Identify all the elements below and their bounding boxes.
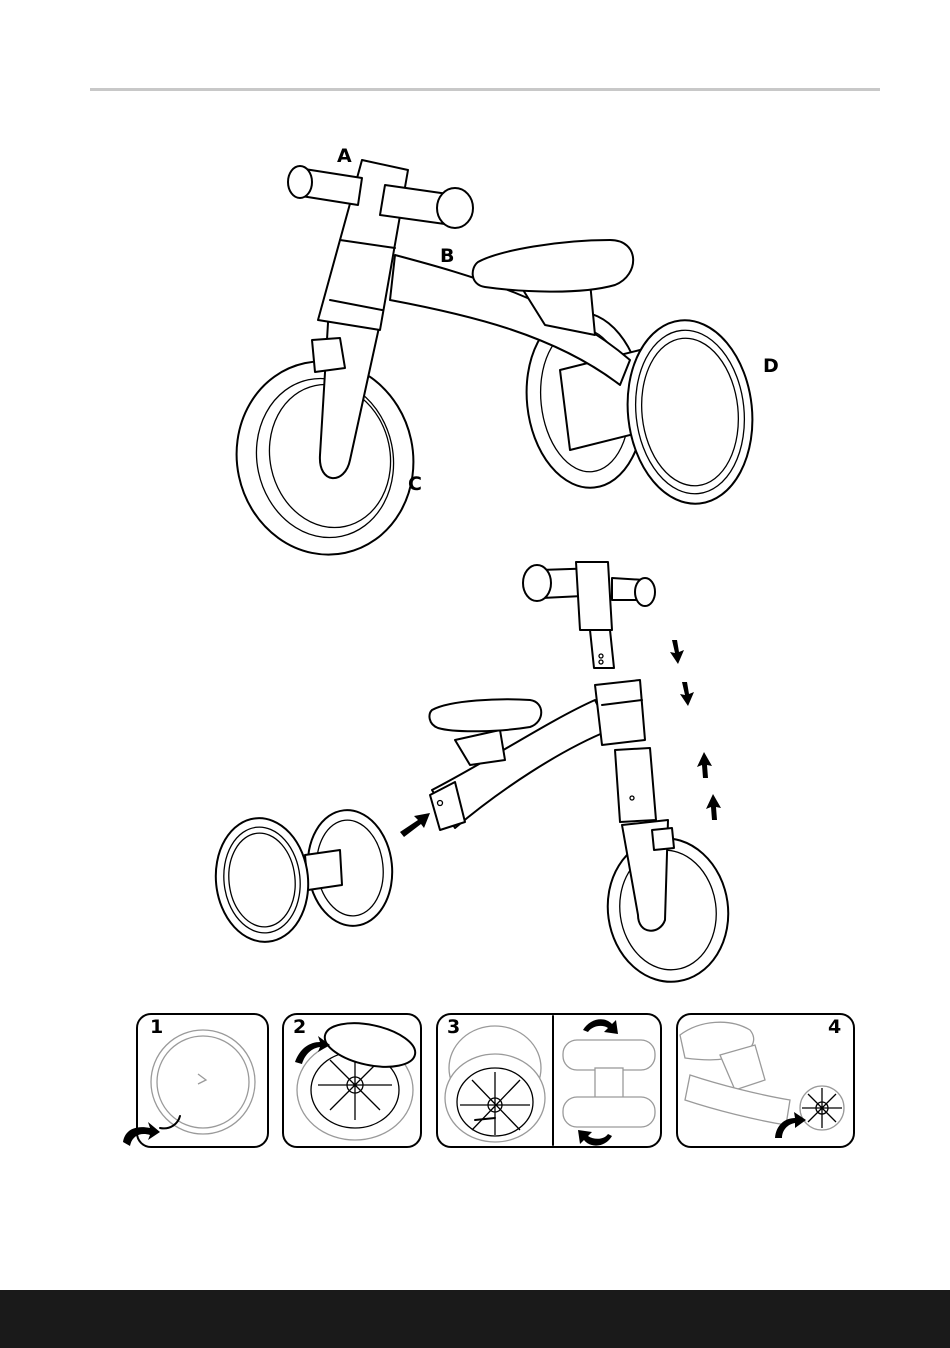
handlebar-part xyxy=(523,562,655,668)
exploded-view xyxy=(210,562,738,990)
label-a: A xyxy=(337,145,352,167)
assembled-bike: A B C D xyxy=(219,145,779,571)
step-number: 1 xyxy=(150,1016,163,1038)
arrow-up-1 xyxy=(697,752,712,778)
arrow-down-2 xyxy=(680,682,694,706)
footer-bar xyxy=(0,1290,950,1348)
frame-part xyxy=(430,680,656,830)
step-panel-1: 1 xyxy=(123,1014,268,1147)
rear-wheel-front xyxy=(619,314,762,510)
rear-wheel-part xyxy=(210,806,398,947)
step-panel-3: 3 xyxy=(437,1014,661,1147)
seat-part xyxy=(430,699,542,731)
step-number: 3 xyxy=(447,1016,460,1038)
step-panel-4: 4 xyxy=(677,1014,854,1147)
label-c: C xyxy=(408,473,422,495)
arrow-up-2 xyxy=(706,794,721,820)
step-number: 2 xyxy=(293,1016,306,1038)
insert-arrow xyxy=(400,813,430,837)
step-number: 4 xyxy=(828,1016,841,1038)
arrow-down-1 xyxy=(670,640,684,664)
label-d: D xyxy=(763,355,779,377)
front-wheel-part xyxy=(599,820,738,990)
label-b: B xyxy=(440,245,454,267)
step-panel-2: 2 xyxy=(283,1014,421,1147)
seat xyxy=(473,240,633,292)
